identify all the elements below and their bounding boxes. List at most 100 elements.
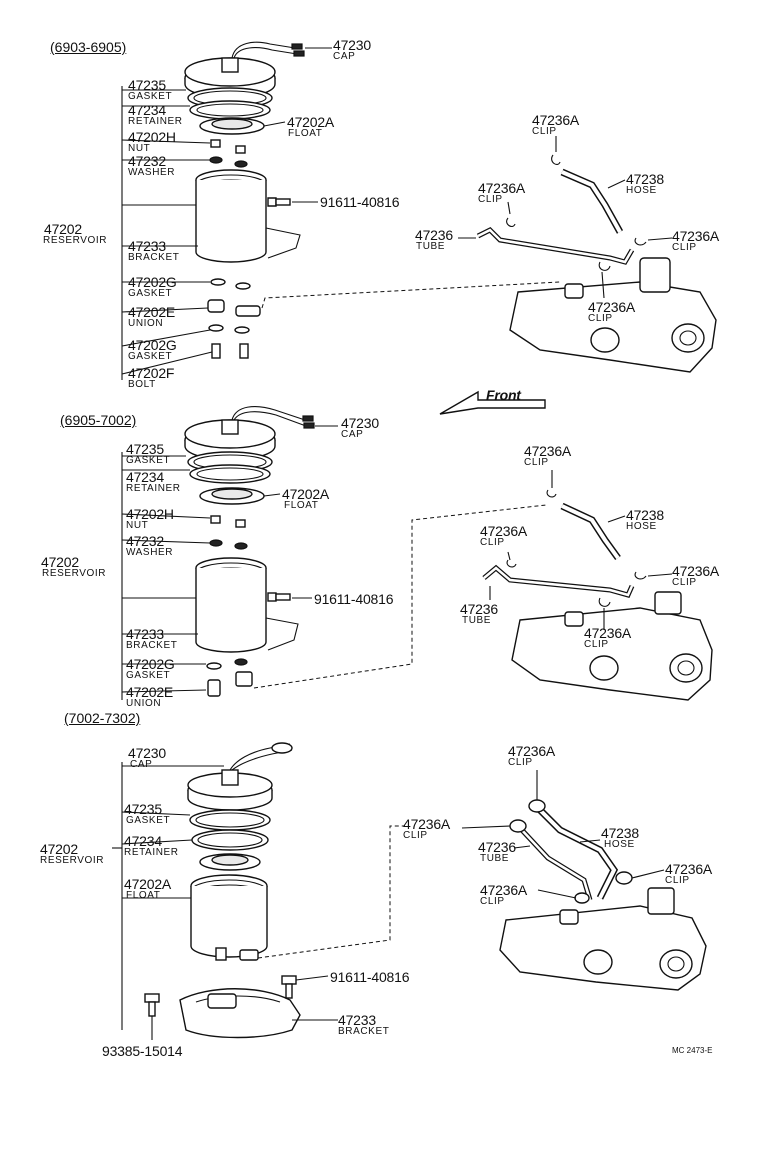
s1-clipTop-name: CLIP [532,126,557,137]
s2-nut-name: NUT [126,520,149,531]
s1-clipRight-name: CLIP [672,242,697,253]
s3-clipRight-name: CLIP [665,875,690,886]
s1-hose-number: 47238 [626,171,664,187]
s2-clipRight-number: 47236A [672,563,720,579]
s1-bracket-name: BRACKET [128,252,180,263]
section1-title: (6903-6905) [50,39,127,55]
diagram-code: MC 2473-E [672,1046,713,1055]
section3-title: (7002-7302) [64,710,141,726]
s1-gasketG2-number: 47202G [128,337,177,353]
s3-retainer-number: 47234 [124,833,162,849]
s1-retainer-name: RETAINER [128,116,183,127]
s1-washer-number: 47232 [128,153,166,169]
s1-hose-name: HOSE [626,185,657,196]
s1-union-number: 47202E [128,304,176,320]
s1-boltF-number: 47202F [128,365,175,381]
s1-clipMid-name: CLIP [478,194,503,205]
s3-hose-number: 47238 [601,825,639,841]
s2-float-name: FLOAT [284,500,319,511]
s1-bolt91611-number: 91611-40816 [320,194,400,210]
s3-bracket-name: BRACKET [338,1026,390,1037]
s3-gasket-number: 47235 [124,801,162,817]
section1-reservoir-exploded [121,41,561,380]
s3-tube-name: TUBE [480,853,510,864]
s1-gasket-name: GASKET [128,91,173,102]
s1-cap-number: 47230 [333,37,371,53]
s3-bolt93385-number: 93385-15014 [102,1043,183,1059]
front-arrow-icon [439,390,546,415]
s1-reservoir-number: 47202 [44,221,82,237]
s3-reservoir-number: 47202 [40,841,78,857]
s1-float-number: 47202A [287,114,335,130]
s1-clipBottom-name: CLIP [588,313,613,324]
s2-cap-number: 47230 [341,415,379,431]
s2-reservoir-name: RESERVOIR [42,568,107,579]
s2-cap-name: CAP [341,429,364,440]
s2-clipTop-name: CLIP [524,457,549,468]
s1-union-name: UNION [128,318,164,329]
s3-clipRight-number: 47236A [665,861,713,877]
s3-clipLeft-number: 47236A [403,816,451,832]
s2-float-number: 47202A [282,486,330,502]
s3-hose-name: HOSE [604,839,635,850]
s2-clipMid-name: CLIP [480,537,505,548]
s2-clipRight-name: CLIP [672,577,697,588]
s2-retainer-number: 47234 [126,469,164,485]
s2-hose-number: 47238 [626,507,664,523]
s2-retainer-name: RETAINER [126,483,181,494]
s2-reservoir-number: 47202 [41,554,79,570]
s3-clipTop-name: CLIP [508,757,533,768]
s1-tube-name: TUBE [416,241,446,252]
s2-union-number: 47202E [126,684,174,700]
s1-gasketG1-name: GASKET [128,288,173,299]
s1-clipMid-number: 47236A [478,180,526,196]
s3-bracket-number: 47233 [338,1012,376,1028]
s2-tube-name: TUBE [462,615,492,626]
s2-gasket-name: GASKET [126,455,171,466]
s1-clipTop-number: 47236A [532,112,580,128]
s2-clipBottom-number: 47236A [584,625,632,641]
s3-clipBottom-name: CLIP [480,896,505,907]
s1-boltF-name: BOLT [128,379,156,390]
s2-union-name: UNION [126,698,162,709]
s3-clipBottom-number: 47236A [480,882,528,898]
s3-clipTop-number: 47236A [508,743,556,759]
s2-bracket-name: BRACKET [126,640,178,651]
s1-float-name: FLOAT [288,128,323,139]
s2-tube-number: 47236 [460,601,498,617]
s1-cap-name: CAP [333,51,356,62]
s2-clipBottom-name: CLIP [584,639,609,650]
s1-gasketG1-number: 47202G [128,274,177,290]
s2-bracket-number: 47233 [126,626,164,642]
s3-cap-number: 47230 [128,745,166,761]
s2-gasket-number: 47235 [126,441,164,457]
s2-washer-name: WASHER [126,547,174,558]
s2-washer-number: 47232 [126,533,164,549]
s3-retainer-name: RETAINER [124,847,179,858]
s3-float-number: 47202A [124,876,172,892]
s2-hose-name: HOSE [626,521,657,532]
section2-title: (6905-7002) [60,412,137,428]
s1-gasket-number: 47235 [128,77,166,93]
s3-gasket-name: GASKET [126,815,171,826]
s1-reservoir-name: RESERVOIR [43,235,108,246]
s1-retainer-number: 47234 [128,102,166,118]
front-label: Front [486,387,521,403]
s3-bolt91611-number: 91611-40816 [330,969,410,985]
s1-clipRight-number: 47236A [672,228,720,244]
s1-nut-number: 47202H [128,129,176,145]
s3-clipLeft-name: CLIP [403,830,428,841]
s3-cap-name: CAP [130,759,153,770]
s1-tube-number: 47236 [415,227,453,243]
s2-gasketG-name: GASKET [126,670,171,681]
s1-washer-name: WASHER [128,167,176,178]
section3-reservoir-exploded [112,742,405,1040]
s2-nut-number: 47202H [126,506,174,522]
s2-gasketG-number: 47202G [126,656,175,672]
section2-master-cylinder [482,470,713,701]
s1-nut-name: NUT [128,143,151,154]
s2-bolt91611-number: 91611-40816 [314,591,394,607]
s1-bracket-number: 47233 [128,238,166,254]
